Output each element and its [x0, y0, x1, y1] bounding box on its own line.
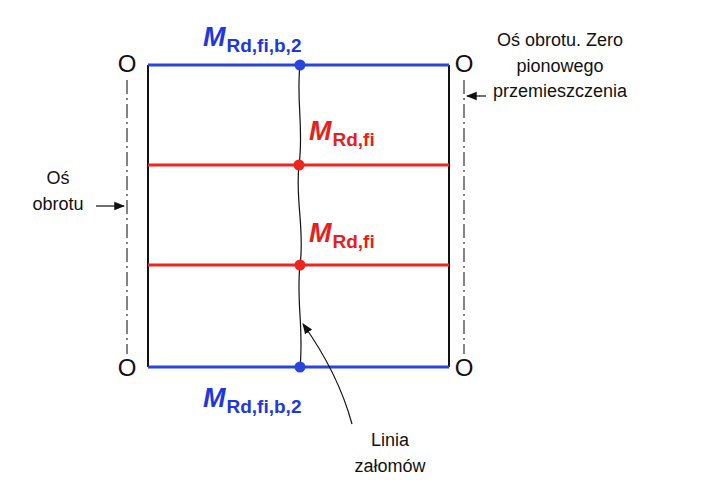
rotation-axis [126, 80, 127, 354]
moment-dot [295, 60, 306, 71]
moment-dot [295, 260, 306, 271]
leader-arrow [96, 205, 124, 206]
leader-arrow [467, 95, 486, 96]
axis-note: Oś obrotu. Zero pionowego przemieszczeni… [490, 28, 630, 105]
moment-symbol: M [309, 118, 332, 145]
axis-point: O [118, 356, 137, 380]
axis-point: O [455, 52, 474, 76]
yield-line [298, 65, 301, 367]
moment-subscript: Rd,fi,b,2 [227, 397, 302, 416]
rotation-axis [463, 80, 464, 354]
moment-subscript: Rd,fi,b,2 [227, 36, 302, 55]
slab-edge [448, 65, 450, 367]
moment-symbol: M [309, 220, 332, 247]
moment-symbol: M [203, 24, 226, 51]
axis-point: O [118, 52, 137, 76]
slab-edge [147, 65, 149, 367]
axis-point: O [455, 356, 474, 380]
moment-subscript: Rd,fi [333, 232, 375, 251]
moment-subscript: Rd,fi [333, 130, 375, 149]
moment-symbol: M [203, 385, 226, 412]
moment-dot [295, 362, 306, 373]
moment-dot [294, 160, 305, 171]
axis-note: Oś obrotu [20, 166, 96, 217]
leader-arrow [303, 324, 352, 424]
yield-line-note: Linia załomów [344, 428, 436, 479]
